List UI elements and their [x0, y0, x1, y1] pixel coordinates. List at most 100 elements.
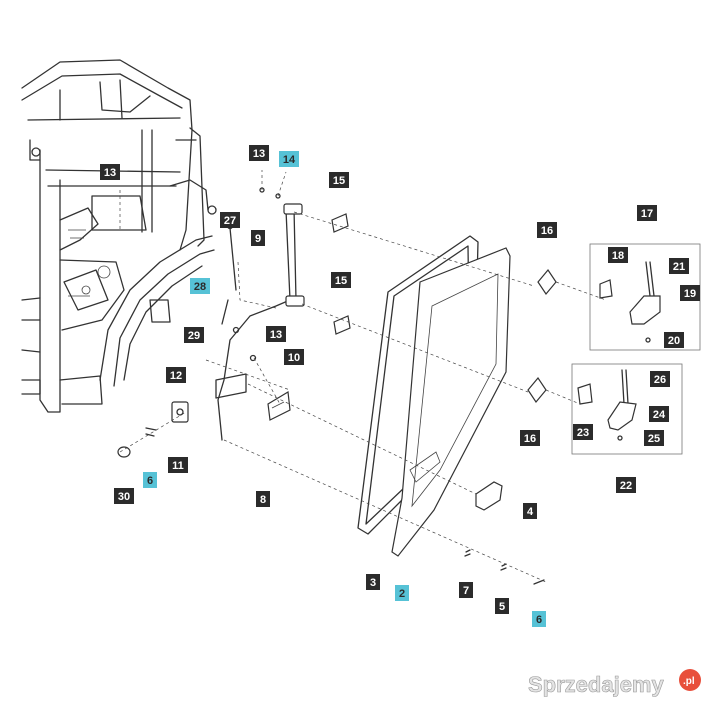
callout-box — [664, 332, 684, 348]
callout-2: 2 — [395, 585, 409, 601]
callout-3: 3 — [366, 574, 380, 590]
callout-box — [331, 272, 351, 288]
callout-number: 28 — [194, 281, 206, 293]
callout-5: 5 — [495, 598, 509, 614]
callout-number: 8 — [260, 494, 266, 506]
callout-box — [256, 491, 270, 507]
callout-number: 26 — [654, 374, 666, 386]
callout-13: 13 — [266, 326, 286, 342]
callout-box — [608, 247, 628, 263]
callout-17: 17 — [637, 205, 657, 221]
callout-box — [649, 406, 669, 422]
callout-number: 4 — [527, 506, 534, 518]
callout-7: 7 — [459, 582, 473, 598]
callout-box — [637, 205, 657, 221]
door-glass — [391, 247, 511, 557]
callout-15: 15 — [329, 172, 349, 188]
callout-box — [166, 367, 186, 383]
callout-28: 28 — [190, 278, 210, 294]
callout-box — [100, 164, 120, 180]
callout-10: 10 — [284, 349, 304, 365]
callout-number: 3 — [370, 577, 376, 589]
callout-number: 19 — [684, 288, 696, 300]
callout-box — [251, 230, 265, 246]
callout-number: 25 — [648, 433, 660, 445]
callout-number: 13 — [104, 167, 116, 179]
callout-20: 20 — [664, 332, 684, 348]
callout-number: 21 — [673, 261, 685, 273]
callout-box — [573, 424, 593, 440]
callout-13: 13 — [249, 145, 269, 161]
callout-box — [395, 585, 409, 601]
callout-12: 12 — [166, 367, 186, 383]
callout-11: 11 — [168, 457, 188, 473]
callout-box — [329, 172, 349, 188]
callout-number: 15 — [335, 275, 347, 287]
callout-number: 15 — [333, 175, 345, 187]
door-stop-pads — [527, 268, 557, 404]
door-lock — [145, 401, 189, 437]
callout-25: 25 — [644, 430, 664, 446]
callout-number: 20 — [668, 335, 680, 347]
callout-box — [114, 488, 134, 504]
callout-9: 9 — [251, 230, 265, 246]
callout-box — [616, 477, 636, 493]
callout-6: 6 — [532, 611, 546, 627]
callout-23: 23 — [573, 424, 593, 440]
callout-box — [669, 258, 689, 274]
callout-box — [249, 145, 269, 161]
callout-30: 30 — [114, 488, 134, 504]
callout-number: 2 — [399, 588, 405, 600]
callout-15: 15 — [331, 272, 351, 288]
callout-number: 9 — [255, 233, 261, 245]
hinge-plate — [267, 391, 291, 421]
callout-number: 10 — [288, 352, 300, 364]
callout-box — [523, 503, 537, 519]
callout-box — [644, 430, 664, 446]
callout-box — [168, 457, 188, 473]
callout-27: 27 — [220, 212, 240, 228]
callout-number: 6 — [147, 475, 153, 487]
callout-number: 16 — [524, 433, 536, 445]
watermark-badge-text: .pl — [683, 676, 695, 687]
door-handle — [475, 481, 503, 511]
callout-number: 11 — [172, 460, 184, 472]
latch-group-frame-lower — [571, 363, 683, 455]
callout-24: 24 — [649, 406, 669, 422]
callout-box — [143, 472, 157, 488]
callout-box — [537, 222, 557, 238]
cab-frame — [21, 59, 217, 413]
callout-18: 18 — [608, 247, 628, 263]
callout-box — [279, 151, 299, 167]
callout-number: 14 — [283, 154, 296, 166]
callout-number: 13 — [253, 148, 265, 160]
callout-box — [366, 574, 380, 590]
callout-16: 16 — [520, 430, 540, 446]
callout-number: 5 — [499, 601, 505, 613]
callout-number: 23 — [577, 427, 589, 439]
callout-26: 26 — [650, 371, 670, 387]
callout-number: 22 — [620, 480, 632, 492]
watermark-logo: Sprzedajemy .pl — [528, 669, 701, 697]
leader-lines — [119, 170, 607, 583]
rubber-pads — [331, 213, 351, 335]
callout-number: 13 — [270, 329, 282, 341]
callout-number: 6 — [536, 614, 542, 626]
callout-box — [284, 349, 304, 365]
watermark-text: Sprzedajemy — [528, 672, 664, 697]
callout-box — [459, 582, 473, 598]
callout-number: 29 — [188, 330, 200, 342]
callout-14: 14 — [279, 151, 299, 167]
callout-19: 19 — [680, 285, 700, 301]
glass-fasteners — [464, 549, 545, 585]
callout-box — [532, 611, 546, 627]
callout-16: 16 — [537, 222, 557, 238]
callout-number: 30 — [118, 491, 130, 503]
callout-22: 22 — [616, 477, 636, 493]
callout-number: 7 — [463, 585, 469, 597]
callout-number: 12 — [170, 370, 182, 382]
callout-box — [650, 371, 670, 387]
callout-box — [190, 278, 210, 294]
callout-box — [680, 285, 700, 301]
